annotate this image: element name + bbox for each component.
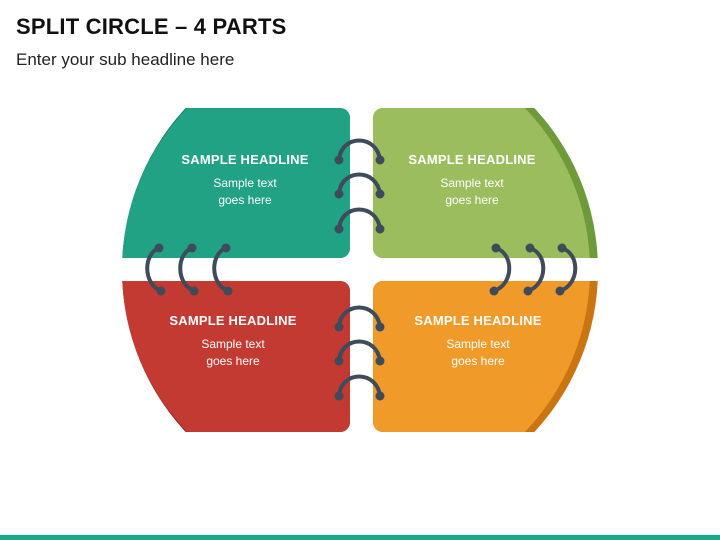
quadrant-headline: SAMPLE HEADLINE (408, 152, 536, 167)
slide-title: SPLIT CIRCLE – 4 PARTS (16, 14, 287, 39)
binder-ring-icon (489, 243, 512, 296)
quadrant-text-top-right: SAMPLE HEADLINE Sample text goes here (367, 152, 577, 209)
quadrant-body-line: Sample text (440, 176, 504, 190)
quadrant-body-line: goes here (445, 193, 499, 207)
quadrant-text-top-left: SAMPLE HEADLINE Sample text goes here (140, 152, 350, 209)
binder-ring-icon (334, 305, 385, 332)
quadrant-body-line: Sample text (201, 337, 265, 351)
bottom-accent-bar (0, 535, 720, 540)
binder-ring-icon (145, 243, 166, 296)
binder-ring-icon (334, 374, 385, 401)
binder-ring-icon (178, 243, 199, 296)
binder-ring-icon (555, 243, 578, 296)
quadrant-body-line: goes here (218, 193, 272, 207)
quadrant-text-bottom-right: SAMPLE HEADLINE Sample text goes here (373, 313, 583, 370)
binder-rings (145, 138, 578, 401)
quadrant-body-line: Sample text (446, 337, 510, 351)
quadrant-body-line: goes here (206, 354, 260, 368)
quadrant-top-right (373, 108, 598, 258)
quadrant-headline: SAMPLE HEADLINE (181, 152, 309, 167)
binder-ring-icon (334, 207, 385, 234)
binder-ring-icon (212, 243, 233, 296)
quadrant-text-bottom-left: SAMPLE HEADLINE Sample text goes here (128, 313, 338, 370)
quadrant-headline: SAMPLE HEADLINE (169, 313, 297, 328)
quadrant-body-line: Sample text (213, 176, 277, 190)
binder-ring-icon (334, 172, 385, 199)
quadrant-bottom-right (373, 281, 598, 432)
binder-ring-icon (334, 138, 385, 165)
quadrant-headline: SAMPLE HEADLINE (414, 313, 542, 328)
slide-subtitle: Enter your sub headline here (16, 50, 235, 69)
quadrant-bottom-left (122, 281, 350, 432)
binder-ring-icon (334, 339, 385, 366)
binder-ring-icon (523, 243, 546, 296)
quadrant-top-left (122, 108, 350, 258)
quadrant-body-line: goes here (451, 354, 505, 368)
